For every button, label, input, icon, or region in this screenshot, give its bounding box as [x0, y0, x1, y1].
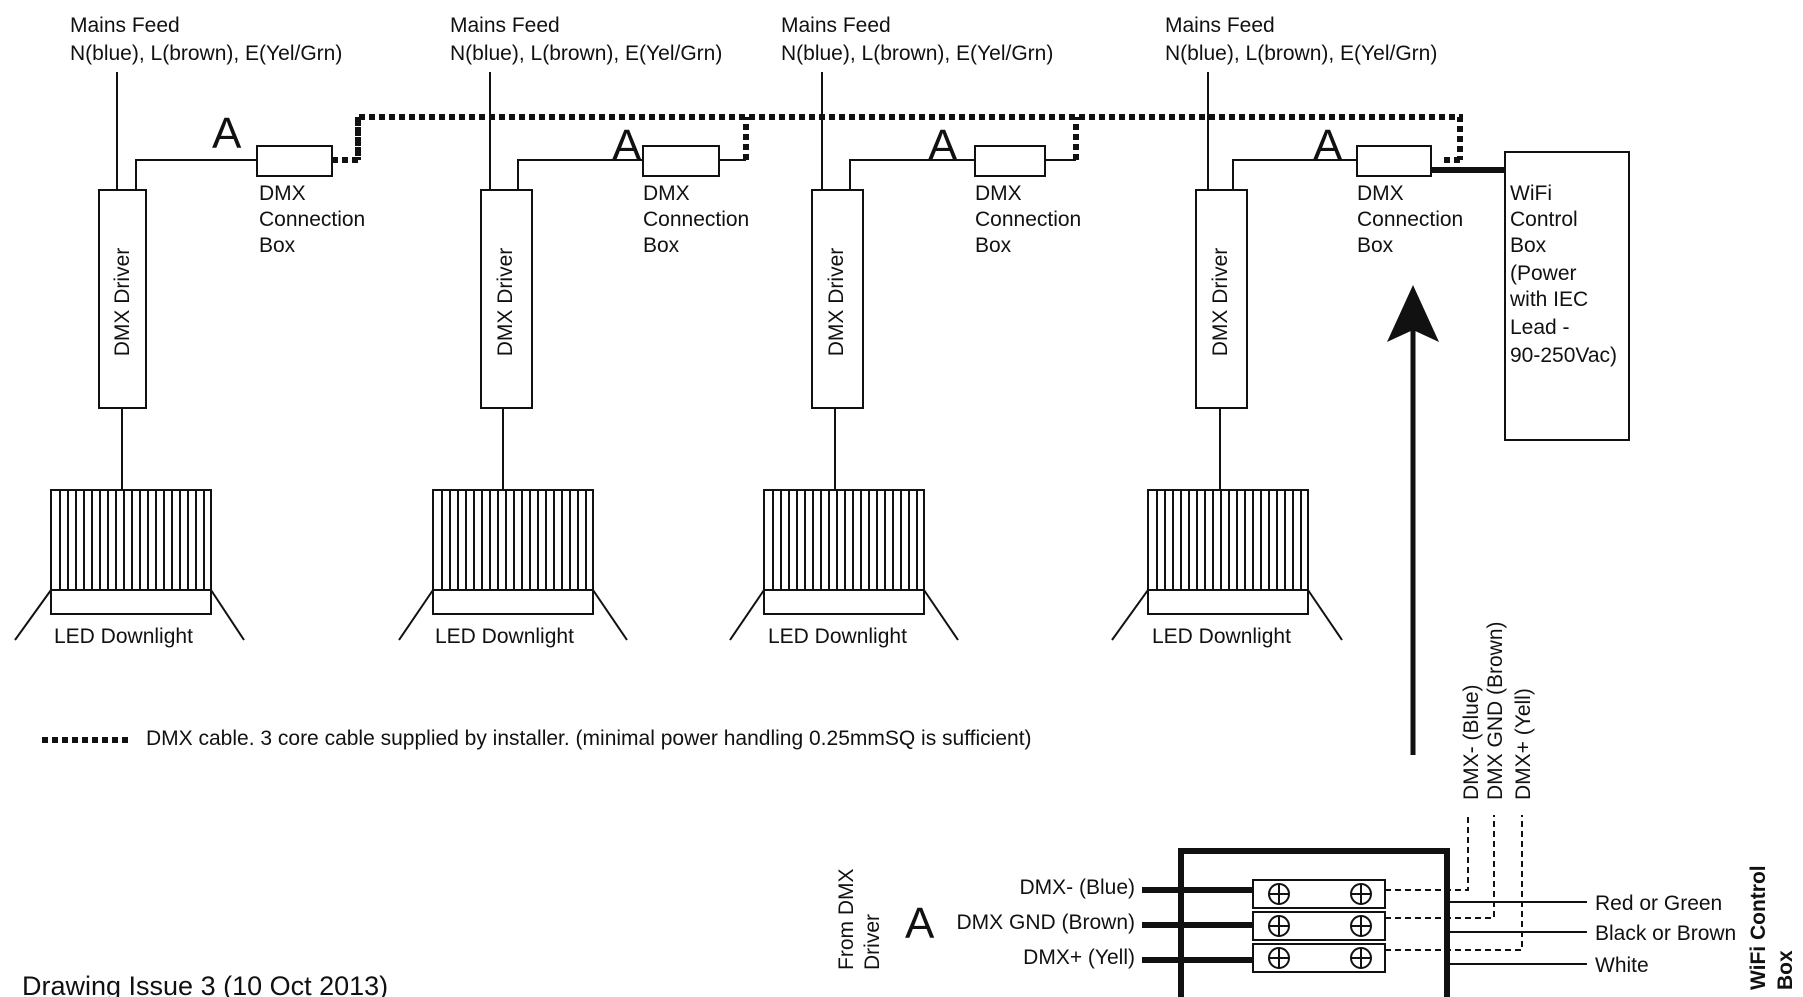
- vertical-label-1: DMX- (Blue): [1460, 684, 1483, 800]
- connection-box-label-3: Box: [1357, 234, 1394, 257]
- marker-a: A: [612, 121, 642, 170]
- dmx-plus-dashed-wire: [1385, 815, 1523, 951]
- dmx-connection-box: [642, 145, 720, 177]
- mains-feed-title: Mains Feed: [1165, 14, 1275, 37]
- legend: DMX cable. 3 core cable supplied by inst…: [42, 727, 1032, 750]
- connection-box-label-1: DMX: [259, 182, 306, 205]
- driver-to-connection-wire: [517, 159, 643, 190]
- led-downlight: [398, 489, 628, 641]
- wifi-box-line-4: (Power: [1510, 262, 1577, 285]
- led-downlight-label: LED Downlight: [768, 625, 907, 648]
- unit-3: Mains Feed N(blue), L(brown), E(Yel/Grn)…: [729, 14, 1081, 648]
- from-label-1: From DMX: [835, 869, 858, 971]
- up-arrow-icon: [1387, 285, 1439, 755]
- drawing-issue: Drawing Issue 3 (10 Oct 2013): [22, 971, 388, 997]
- led-downlight-label: LED Downlight: [1152, 625, 1291, 648]
- connection-box-label-3: Box: [975, 234, 1012, 257]
- dmx-driver-label: DMX Driver: [825, 248, 848, 357]
- mains-feed-wires: N(blue), L(brown), E(Yel/Grn): [70, 42, 342, 65]
- led-downlight-label: LED Downlight: [435, 625, 574, 648]
- connection-box-label-2: Connection: [975, 208, 1081, 231]
- mains-feed-wires: N(blue), L(brown), E(Yel/Grn): [1165, 42, 1437, 65]
- led-downlight: [1111, 489, 1343, 641]
- output-label-3: White: [1595, 954, 1649, 977]
- mains-feed-wires: N(blue), L(brown), E(Yel/Grn): [781, 42, 1053, 65]
- terminal-detail: From DMX Driver A DMX- (Blue) DMX GND (B…: [835, 621, 1797, 997]
- mains-feed-title: Mains Feed: [70, 14, 180, 37]
- connection-box-label-1: DMX: [975, 182, 1022, 205]
- wifi-box-line-2: Control: [1510, 208, 1578, 231]
- wifi-box-line-5: with IEC: [1509, 288, 1588, 311]
- mains-feed-title: Mains Feed: [450, 14, 560, 37]
- legend-text: DMX cable. 3 core cable supplied by inst…: [146, 727, 1032, 750]
- dmx-driver: [1195, 189, 1248, 409]
- output-label-1: Red or Green: [1595, 892, 1722, 915]
- connection-box-label-2: Connection: [1357, 208, 1463, 231]
- dmx-cable-daisy-chain: [332, 114, 1463, 163]
- driver-to-connection-wire: [1232, 159, 1357, 190]
- dmx-driver-label: DMX Driver: [1209, 248, 1232, 357]
- connection-box-label-2: Connection: [259, 208, 365, 231]
- input-label-3: DMX+ (Yell): [1023, 946, 1135, 969]
- mains-feed-wires: N(blue), L(brown), E(Yel/Grn): [450, 42, 722, 65]
- screw-terminal-icon: [1268, 883, 1372, 969]
- dmx-driver-label: DMX Driver: [111, 248, 134, 357]
- vertical-label-3: DMX+ (Yell): [1512, 688, 1535, 800]
- connection-box-label-1: DMX: [1357, 182, 1404, 205]
- mains-feed-title: Mains Feed: [781, 14, 891, 37]
- dmx-driver-label: DMX Driver: [494, 248, 517, 357]
- dmx-connection-box: [256, 145, 333, 177]
- led-downlight: [14, 489, 245, 641]
- from-label-2: Driver: [861, 914, 884, 970]
- driver-to-connection-wire: [135, 159, 257, 190]
- wifi-box-line-6: Lead -: [1510, 316, 1570, 339]
- unit-1: Mains Feed N(blue), L(brown), E(Yel/Grn)…: [14, 14, 365, 648]
- unit-2: Mains Feed N(blue), L(brown), E(Yel/Grn)…: [398, 14, 749, 648]
- marker-a: A: [928, 121, 958, 170]
- dmx-driver: [480, 189, 533, 409]
- vertical-label-2: DMX GND (Brown): [1484, 621, 1507, 800]
- wifi-box-line-3: Box: [1510, 234, 1547, 257]
- wifi-box-line-7: 90-250Vac): [1510, 344, 1617, 367]
- dmx-connection-box: [974, 145, 1046, 177]
- led-downlight-label: LED Downlight: [54, 625, 193, 648]
- input-label-2: DMX GND (Brown): [956, 911, 1135, 934]
- dmx-connection-box: [1356, 145, 1432, 177]
- output-label-2: Black or Brown: [1595, 922, 1736, 945]
- terminal-strip: [1252, 879, 1386, 973]
- dmx-driver: [811, 189, 864, 409]
- input-label-1: DMX- (Blue): [1019, 876, 1135, 899]
- to-wifi-label-2: Box: [1774, 950, 1797, 990]
- marker-a: A: [212, 109, 242, 158]
- wifi-control-box: WiFi Control Box (Power with IEC Lead - …: [1504, 151, 1630, 441]
- led-downlight: [729, 489, 959, 641]
- connection-box-label-3: Box: [259, 234, 296, 257]
- terminal-marker-a: A: [905, 899, 935, 948]
- connection-box-label-3: Box: [643, 234, 680, 257]
- connection-box-label-1: DMX: [643, 182, 690, 205]
- unit-4: Mains Feed N(blue), L(brown), E(Yel/Grn)…: [1111, 14, 1505, 648]
- dmx-minus-dashed-wire: [1385, 815, 1469, 891]
- wifi-box-line-1: WiFi: [1510, 182, 1552, 205]
- driver-to-connection-wire: [849, 159, 975, 190]
- connection-box-label-2: Connection: [643, 208, 749, 231]
- marker-a: A: [1313, 121, 1343, 170]
- to-wifi-label-1: WiFi Control: [1747, 865, 1770, 990]
